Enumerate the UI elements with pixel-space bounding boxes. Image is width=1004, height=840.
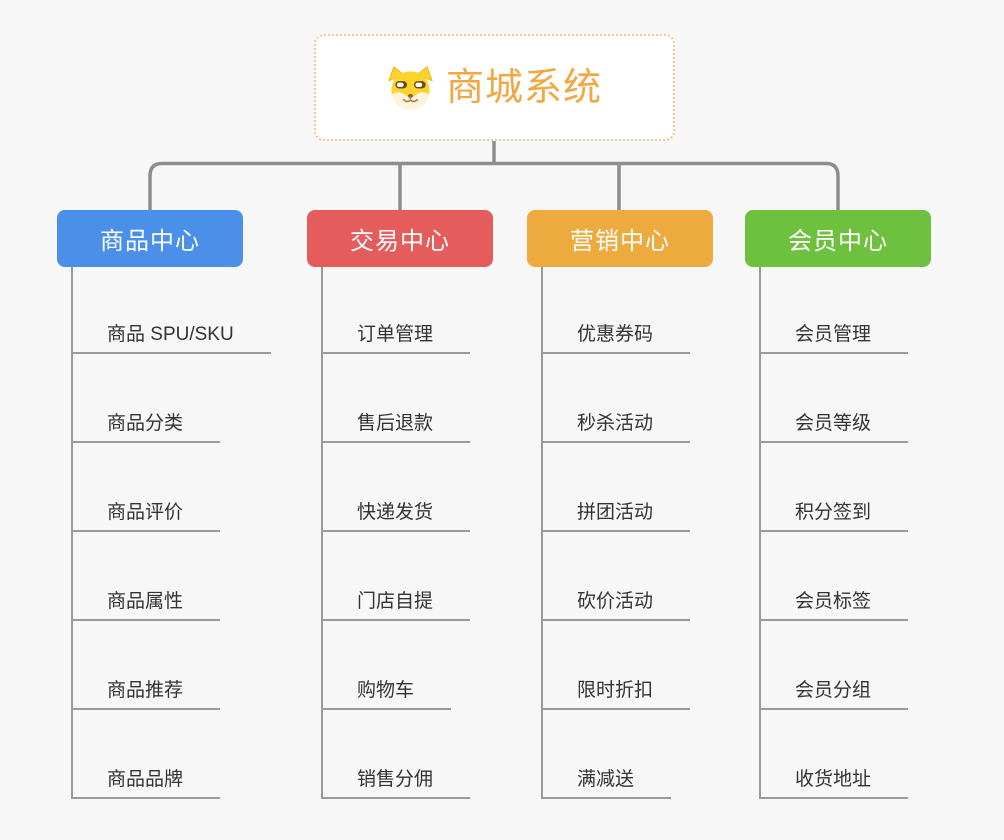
leaf-row: 商品属性: [72, 532, 271, 621]
leaf-node[interactable]: 商品评价: [72, 503, 221, 532]
leaf-node[interactable]: 会员等级: [760, 414, 909, 443]
leaf-row: 销售分佣: [322, 710, 471, 799]
root-title: 商城系统: [445, 66, 602, 109]
leaf-column-product: 商品 SPU/SKU 商品分类 商品评价 商品属性 商品推荐 商品品牌: [72, 265, 271, 799]
leaf-column-trade: 订单管理 售后退款 快递发货 门店自提 购物车 销售分佣: [322, 265, 471, 799]
leaf-row: 商品 SPU/SKU: [72, 265, 271, 354]
leaf-node[interactable]: 优惠券码: [542, 325, 691, 354]
leaf-node[interactable]: 商品推荐: [72, 681, 221, 710]
leaf-node[interactable]: 拼团活动: [542, 503, 691, 532]
leaf-node[interactable]: 商品分类: [72, 414, 221, 443]
leaf-column-marketing: 优惠券码 秒杀活动 拼团活动 砍价活动 限时折扣 满减送: [542, 265, 691, 799]
branch-node-trade-center[interactable]: 交易中心: [307, 210, 493, 267]
leaf-column-member: 会员管理 会员等级 积分签到 会员标签 会员分组 收货地址: [760, 265, 909, 799]
branch-node-member-center[interactable]: 会员中心: [745, 210, 931, 267]
leaf-row: 快递发货: [322, 443, 471, 532]
branch-node-marketing-center[interactable]: 营销中心: [527, 210, 713, 267]
leaf-row: 砍价活动: [542, 532, 691, 621]
leaf-node[interactable]: 会员分组: [760, 681, 909, 710]
leaf-row: 会员等级: [760, 354, 909, 443]
leaf-node[interactable]: 销售分佣: [322, 770, 471, 799]
leaf-node[interactable]: 售后退款: [322, 414, 471, 443]
leaf-row: 会员标签: [760, 532, 909, 621]
leaf-node[interactable]: 快递发货: [322, 503, 471, 532]
leaf-row: 收货地址: [760, 710, 909, 799]
leaf-node[interactable]: 满减送: [542, 770, 672, 799]
leaf-row: 限时折扣: [542, 621, 691, 710]
leaf-row: 秒杀活动: [542, 354, 691, 443]
shiba-dog-icon: [387, 64, 434, 111]
leaf-row: 积分签到: [760, 443, 909, 532]
root-node[interactable]: 商城系统: [314, 34, 675, 141]
leaf-row: 满减送: [542, 710, 690, 799]
leaf-row: 售后退款: [322, 354, 471, 443]
leaf-node[interactable]: 购物车: [322, 681, 452, 710]
leaf-row: 购物车: [322, 621, 470, 710]
leaf-row: 会员分组: [760, 621, 909, 710]
leaf-row: 优惠券码: [542, 265, 691, 354]
leaf-row: 拼团活动: [542, 443, 691, 532]
leaf-node[interactable]: 秒杀活动: [542, 414, 691, 443]
leaf-row: 商品品牌: [72, 710, 271, 799]
leaf-node[interactable]: 订单管理: [322, 325, 471, 354]
leaf-node[interactable]: 会员管理: [760, 325, 909, 354]
leaf-row: 订单管理: [322, 265, 471, 354]
leaf-row: 门店自提: [322, 532, 471, 621]
leaf-row: 商品评价: [72, 443, 271, 532]
leaf-row: 商品分类: [72, 354, 271, 443]
leaf-node[interactable]: 会员标签: [760, 592, 909, 621]
leaf-node[interactable]: 门店自提: [322, 592, 471, 621]
leaf-node[interactable]: 收货地址: [760, 770, 909, 799]
branch-node-product-center[interactable]: 商品中心: [57, 210, 243, 267]
leaf-node[interactable]: 限时折扣: [542, 681, 691, 710]
leaf-node[interactable]: 商品属性: [72, 592, 221, 621]
leaf-row: 商品推荐: [72, 621, 271, 710]
leaf-node[interactable]: 砍价活动: [542, 592, 691, 621]
leaf-row: 会员管理: [760, 265, 909, 354]
leaf-node[interactable]: 积分签到: [760, 503, 909, 532]
leaf-node[interactable]: 商品品牌: [72, 770, 221, 799]
leaf-node[interactable]: 商品 SPU/SKU: [72, 325, 271, 354]
